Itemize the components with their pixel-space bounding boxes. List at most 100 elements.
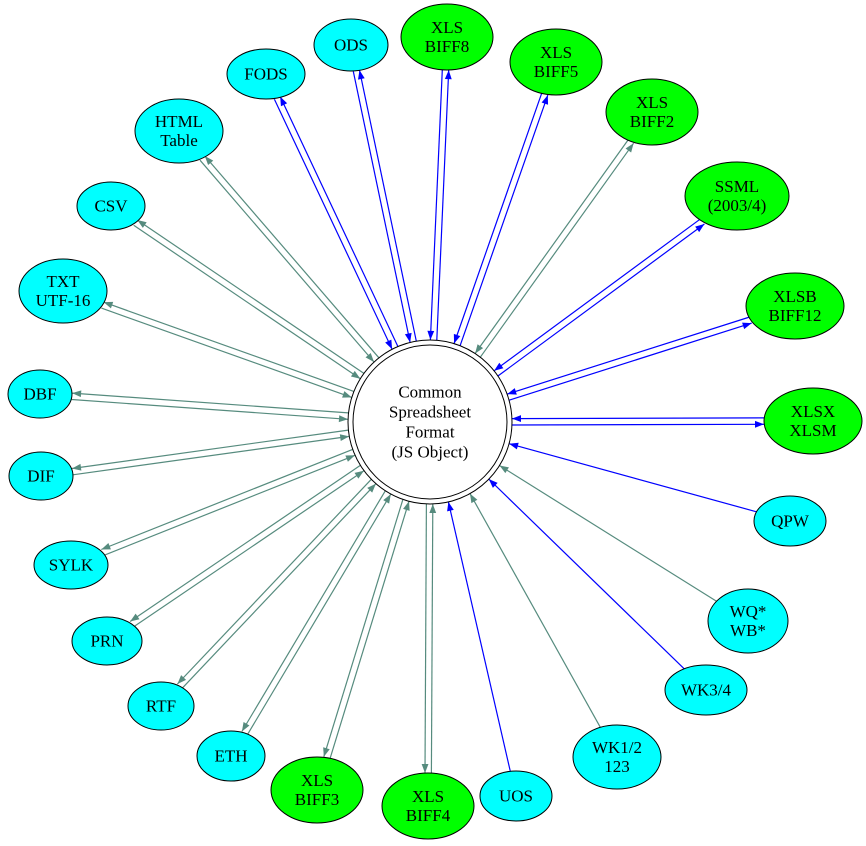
node-fods-label: FODS <box>244 65 287 84</box>
node-dif: DIF <box>8 451 74 501</box>
node-ods: ODS <box>313 18 389 72</box>
node-wk34-label: WK3/4 <box>681 681 732 700</box>
edge-dif-to-center <box>72 434 350 476</box>
edges-layer <box>71 69 765 774</box>
node-ssml: SSML(2003/4) <box>684 161 790 231</box>
node-rtf-label: RTF <box>146 697 176 716</box>
node-txt-utf16-shape <box>18 258 108 324</box>
edge-xlsb-biff12-from-center <box>508 322 752 401</box>
edge-xls-biff2-from-center <box>479 142 635 358</box>
center-node-label: (JS Object) <box>392 443 469 462</box>
node-xls-biff4-label: XLS <box>412 787 444 806</box>
edge-ssml-from-center <box>497 223 705 377</box>
edge-xls-biff5-to-center <box>453 92 543 344</box>
node-ssml-shape <box>684 161 790 231</box>
node-xls-biff8-label: XLS <box>431 18 463 37</box>
edge-sylk-from-center <box>101 448 353 551</box>
edge-xlsb-biff12-to-center <box>507 316 750 395</box>
node-fods: FODS <box>226 48 306 100</box>
node-eth: ETH <box>196 730 266 782</box>
node-xls-biff4-shape <box>381 772 475 840</box>
node-xlsx-xlsm-label: XLSX <box>791 402 835 421</box>
center-node-label: Spreadsheet <box>389 403 471 422</box>
edge-sylk-to-center <box>103 454 356 556</box>
node-xls-biff2-label: BIFF2 <box>630 112 674 131</box>
edge-rtf-to-center <box>181 483 377 689</box>
edge-xls-biff4-to-center <box>429 503 437 774</box>
node-sylk-shape <box>33 540 109 590</box>
node-sylk: SYLK <box>33 540 109 590</box>
node-xls-biff8-shape <box>400 3 494 71</box>
node-ssml-label: (2003/4) <box>708 196 767 215</box>
edge-xlsx-xlsm-to-center <box>511 415 765 422</box>
node-wk34-shape <box>664 664 748 716</box>
edge-xls-biff2-to-center <box>474 139 629 354</box>
node-csv-shape <box>76 181 146 231</box>
node-xls-biff4-label: BIFF4 <box>406 806 451 825</box>
edge-xls-biff3-to-center <box>329 501 410 759</box>
node-html-table-shape <box>134 98 224 164</box>
node-uos-label: UOS <box>499 787 533 806</box>
node-dbf-label: DBF <box>23 385 56 404</box>
node-prn: PRN <box>71 616 143 666</box>
node-dbf: DBF <box>7 369 73 419</box>
node-wq-wb-label: WB* <box>730 621 766 640</box>
edge-dbf-from-center <box>72 390 349 414</box>
node-ods-shape <box>313 18 389 72</box>
node-html-table-label: HTML <box>155 112 203 131</box>
edge-csv-to-center <box>133 224 361 380</box>
node-xls-biff8-label: BIFF8 <box>425 37 469 56</box>
node-wk12-123-label: 123 <box>604 757 630 776</box>
edge-html-table-to-center <box>199 159 375 363</box>
edge-fods-to-center <box>273 99 393 350</box>
node-prn-shape <box>71 616 143 666</box>
node-xlsb-biff12-label: BIFF12 <box>769 306 822 325</box>
edge-wq-wb-to-center <box>499 464 717 602</box>
edge-txt-utf16-to-center <box>101 307 352 398</box>
edge-xls-biff4-from-center <box>421 503 429 774</box>
node-eth-shape <box>196 730 266 782</box>
center-node-label: Common <box>398 383 462 402</box>
node-xlsx-xlsm-label: XLSM <box>789 421 836 440</box>
node-ssml-label: SSML <box>715 177 759 196</box>
node-xls-biff5-label: XLS <box>540 43 572 62</box>
edge-eth-to-center <box>246 493 392 736</box>
node-wk34: WK3/4 <box>664 664 748 716</box>
node-dbf-shape <box>7 369 73 419</box>
edge-xls-biff5-from-center <box>459 94 549 346</box>
node-prn-label: PRN <box>90 632 123 651</box>
edge-prn-from-center <box>129 464 361 622</box>
node-xls-biff2-shape <box>605 78 699 146</box>
node-sylk-label: SYLK <box>49 556 94 575</box>
edge-xls-biff8-to-center <box>427 69 443 340</box>
edge-xls-biff8-from-center <box>436 70 452 341</box>
node-ods-label: ODS <box>334 36 368 55</box>
node-xls-biff5-label: BIFF5 <box>534 62 578 81</box>
node-xlsb-biff12-shape <box>745 272 845 340</box>
node-wq-wb-label: WQ* <box>730 602 767 621</box>
node-eth-label: ETH <box>214 747 247 766</box>
node-xlsb-biff12-label: XLSB <box>773 287 816 306</box>
node-dif-shape <box>8 451 74 501</box>
node-rtf-shape <box>127 681 195 731</box>
node-xls-biff3-shape <box>270 756 364 824</box>
node-uos-shape <box>479 770 553 822</box>
node-csv: CSV <box>76 181 146 231</box>
edge-fods-from-center <box>279 96 399 347</box>
edge-ods-from-center <box>357 69 417 342</box>
edge-qpw-to-center <box>508 442 757 513</box>
node-qpw: QPW <box>753 495 827 547</box>
node-xls-biff2-label: XLS <box>636 93 668 112</box>
